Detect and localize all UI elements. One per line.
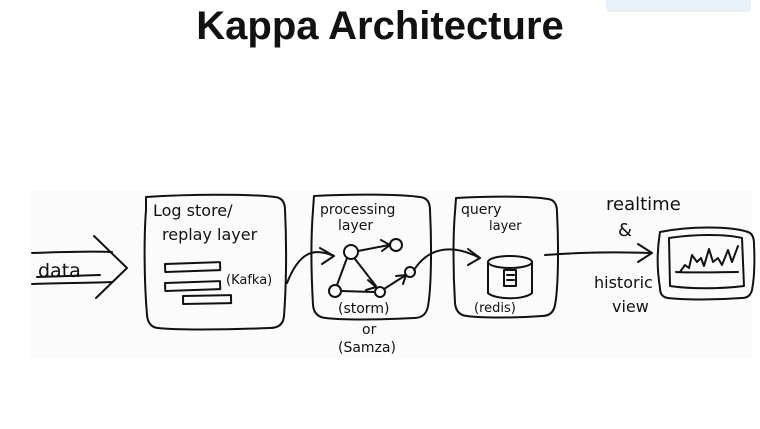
output-realtime-label: realtime: [606, 194, 681, 215]
log-store-label-line1: Log store/: [153, 201, 233, 220]
input-arrow: [31, 235, 128, 299]
log-store-label-line2: replay layer: [162, 225, 258, 244]
output-historic-label: historic: [594, 273, 653, 292]
storm-topology: [328, 238, 416, 298]
output-view-label: view: [612, 297, 649, 316]
processing-alt-technology: (Samza): [338, 340, 396, 356]
sketch-background: [30, 190, 752, 358]
arrow-log-to-processing: [286, 247, 335, 284]
corner-toolbar-strip: [606, 0, 751, 12]
input-data-label: data: [38, 260, 81, 282]
processing-label-line1: processing: [320, 202, 395, 218]
arrow-processing-to-query: [413, 248, 481, 271]
log-store-technology: (Kafka): [226, 273, 272, 288]
processing-label-line2: layer: [338, 218, 373, 234]
log-store-box: [143, 193, 288, 331]
query-label-line1: query: [461, 202, 501, 218]
query-label-line2: layer: [489, 219, 522, 234]
arrow-query-to-view: [544, 243, 653, 263]
output-amp-label: &: [618, 220, 632, 241]
query-technology: (redis): [474, 301, 516, 316]
query-box: [452, 195, 560, 319]
processing-technology: (storm): [338, 301, 389, 317]
redis-database-icon: [487, 255, 533, 300]
processing-alt-or: or: [362, 322, 377, 338]
log-bars: [164, 261, 233, 305]
monitor-icon: [656, 226, 756, 301]
processing-box: [310, 193, 433, 321]
page-title: Kappa Architecture: [196, 4, 564, 48]
